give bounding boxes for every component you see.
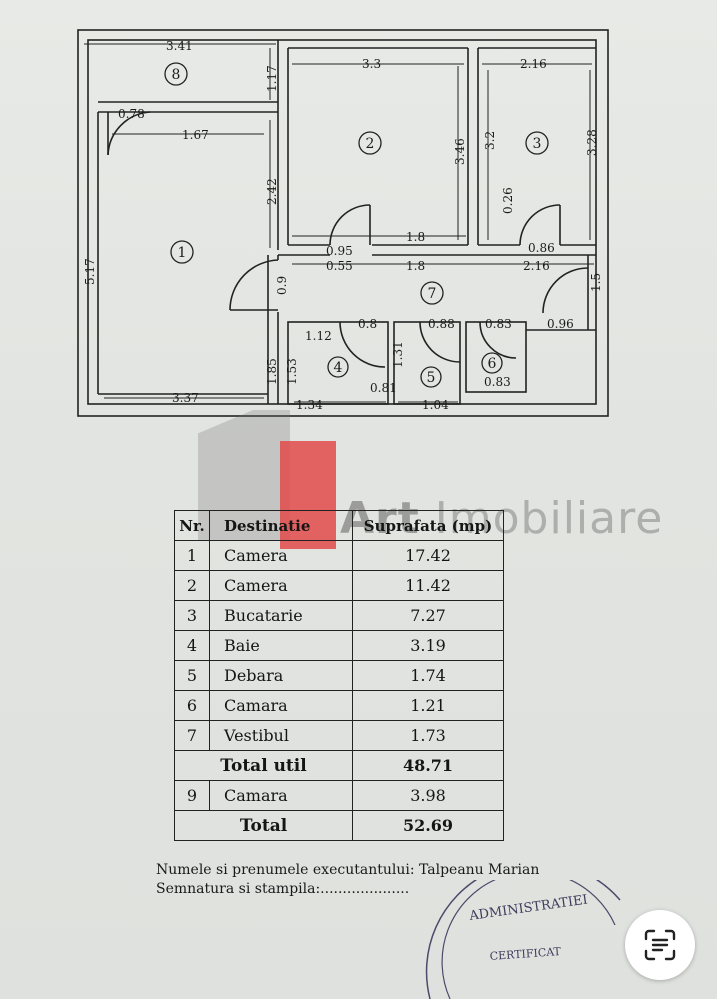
dim-text: 0.8 — [358, 317, 377, 331]
room-1-label: 1 — [178, 245, 187, 261]
dim-text: 3.3 — [362, 57, 381, 71]
cell-nr: 4 — [174, 630, 210, 661]
cell-suprafata: 3.98 — [352, 780, 504, 811]
dim-text: 5.17 — [83, 258, 97, 285]
room-8-label: 8 — [172, 67, 181, 83]
dim-text: 2.16 — [520, 57, 547, 71]
dim-text: 0.88 — [428, 317, 455, 331]
dim-text: 1.8 — [406, 259, 425, 273]
cell-destinatie: Camera — [209, 570, 353, 601]
table-row: 3 Bucatarie 7.27 — [174, 600, 504, 631]
dim-text: 1.12 — [305, 329, 332, 343]
cell-suprafata: 1.74 — [352, 660, 504, 691]
dim-text: 0.83 — [484, 375, 511, 389]
official-stamp: ADMINISTRATIEI CERTIFICAT — [425, 880, 621, 999]
cell-suprafata: 3.19 — [352, 630, 504, 661]
header-nr: Nr. — [174, 510, 210, 541]
cell-nr: 3 — [174, 600, 210, 631]
inner-wall-line — [87, 39, 597, 405]
dim-text: 0.83 — [485, 317, 512, 331]
dim-text: 2.42 — [265, 178, 279, 205]
cell-destinatie: Baie — [209, 630, 353, 661]
dim-text: 1.34 — [296, 398, 323, 412]
room-4-label: 4 — [334, 360, 343, 376]
door-arc — [107, 111, 151, 156]
total-util-value: 48.71 — [352, 750, 504, 781]
dim-text: 0.86 — [528, 241, 555, 255]
dim-text: 3.37 — [172, 391, 199, 405]
dim-text: 3.2 — [483, 131, 497, 150]
executant-name: Numele si prenumele executantului: Talpe… — [156, 862, 540, 878]
dim-text: 0.26 — [501, 187, 515, 214]
table-row: 5 Debara 1.74 — [174, 660, 504, 691]
total-label: Total — [174, 810, 353, 841]
dim-text: 0.9 — [275, 276, 289, 295]
cell-destinatie: Camara — [209, 690, 353, 721]
text-scan-icon — [644, 929, 676, 961]
cell-suprafata: 17.42 — [352, 540, 504, 571]
dim-text: 1.67 — [182, 128, 209, 142]
cell-suprafata: 1.73 — [352, 720, 504, 751]
cell-destinatie: Vestibul — [209, 720, 353, 751]
room-7-label: 7 — [428, 286, 437, 302]
dim-text: 1.5 — [589, 273, 603, 292]
dim-text: 0.95 — [326, 244, 353, 258]
table-total-row: Total 52.69 — [174, 810, 504, 841]
dim-text: 3.28 — [585, 129, 599, 156]
stamp-inner-text: CERTIFICAT — [489, 945, 562, 963]
table-row: 9 Camara 3.98 — [174, 780, 504, 811]
table-row: 2 Camera 11.42 — [174, 570, 504, 601]
dim-text: 3.41 — [166, 39, 193, 53]
table-row: 1 Camera 17.42 — [174, 540, 504, 571]
cell-nr: 2 — [174, 570, 210, 601]
room-3-label: 3 — [533, 136, 542, 152]
signature-line: Semnatura si stampila:..................… — [156, 881, 410, 897]
total-util-label: Total util — [174, 750, 353, 781]
outer-wall — [77, 29, 609, 417]
table-total-util-row: Total util 48.71 — [174, 750, 504, 781]
text-scan-button[interactable] — [625, 910, 695, 980]
cell-nr: 6 — [174, 690, 210, 721]
dim-text: 0.81 — [370, 381, 397, 395]
cell-destinatie: Camera — [209, 540, 353, 571]
cell-nr: 1 — [174, 540, 210, 571]
table-row: 4 Baie 3.19 — [174, 630, 504, 661]
dim-text: 1.85 — [265, 358, 279, 385]
room-5-label: 5 — [427, 370, 436, 386]
cell-nr: 5 — [174, 660, 210, 691]
dim-text: 1.17 — [265, 65, 279, 92]
dim-text: 0.78 — [118, 107, 145, 121]
table-header-row: Nr. Destinatie Suprafata (mp) — [174, 510, 504, 541]
area-table: Nr. Destinatie Suprafata (mp) 1 Camera 1… — [174, 510, 504, 841]
dim-text: 0.96 — [547, 317, 574, 331]
cell-destinatie: Camara — [209, 780, 353, 811]
cell-destinatie: Debara — [209, 660, 353, 691]
total-value: 52.69 — [352, 810, 504, 841]
dim-text: 1.04 — [422, 398, 449, 412]
dim-text: 1.31 — [391, 341, 405, 368]
table-row: 7 Vestibul 1.73 — [174, 720, 504, 751]
header-destinatie: Destinatie — [209, 510, 353, 541]
stamp-text: ADMINISTRATIEI — [467, 893, 588, 925]
header-suprafata: Suprafata (mp) — [352, 510, 504, 541]
dim-text: 0.55 — [326, 259, 353, 273]
cell-suprafata: 11.42 — [352, 570, 504, 601]
cell-nr: 9 — [174, 780, 210, 811]
floor-plan: 8 1 2 3 7 4 5 6 3.41 3.3 2.16 0.78 1.67 … — [77, 29, 609, 417]
dim-text: 1.53 — [285, 358, 299, 385]
dim-text: 1.8 — [406, 230, 425, 244]
dim-text: 2.16 — [523, 259, 550, 273]
dim-text: 3.46 — [453, 138, 467, 165]
cell-suprafata: 7.27 — [352, 600, 504, 631]
room-2-label: 2 — [366, 136, 375, 152]
cell-suprafata: 1.21 — [352, 690, 504, 721]
cell-nr: 7 — [174, 720, 210, 751]
table-row: 6 Camara 1.21 — [174, 690, 504, 721]
room-6-label: 6 — [488, 356, 497, 372]
cell-destinatie: Bucatarie — [209, 600, 353, 631]
